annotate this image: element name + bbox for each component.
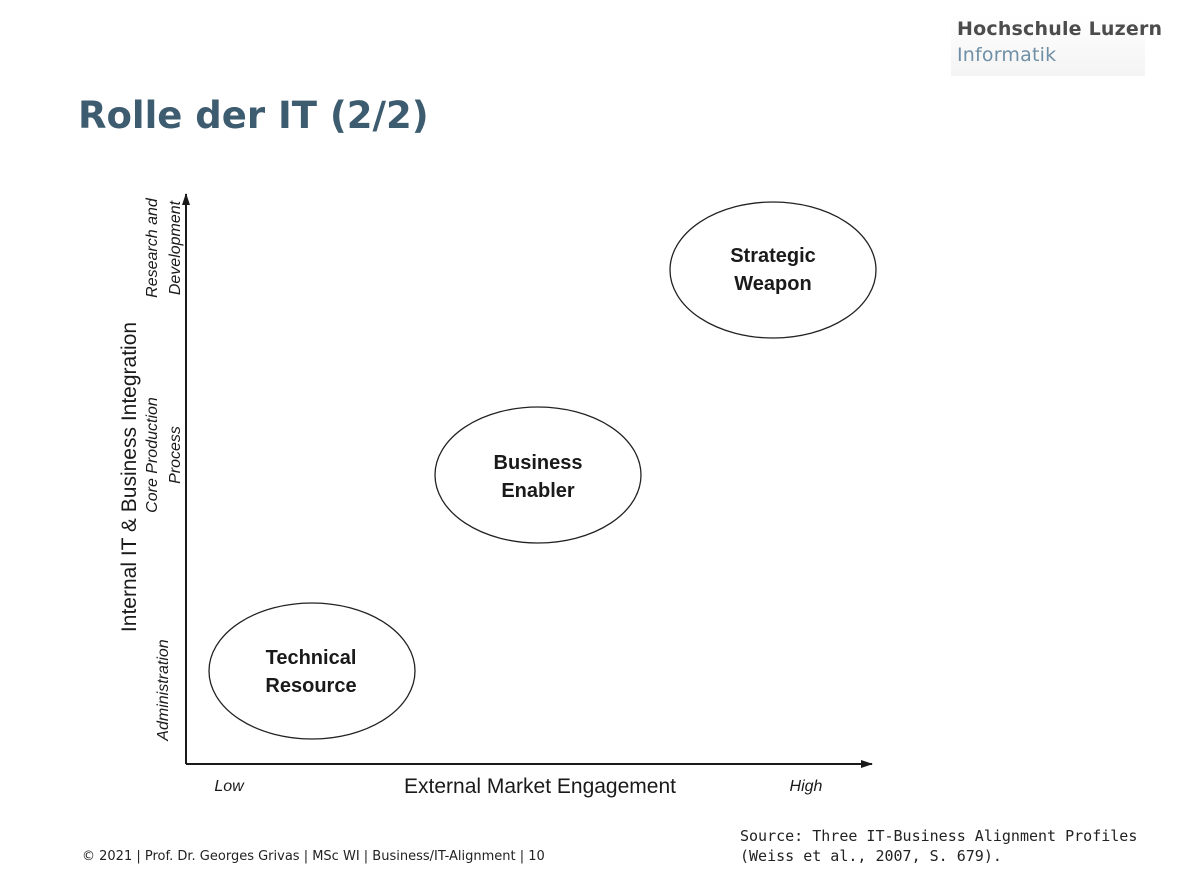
technical-resource-label-line1: Technical bbox=[266, 647, 357, 669]
x-label-low: Low bbox=[214, 778, 245, 795]
hslu-logo: Hochschule Luzern Informatik bbox=[951, 14, 1162, 76]
strategic-weapon-label-line1: Strategic bbox=[730, 245, 816, 267]
logo-department: Informatik bbox=[957, 44, 1057, 66]
y-level-administration: Administration bbox=[155, 639, 172, 741]
source-line2: (Weiss et al., 2007, S. 679). bbox=[740, 847, 1002, 865]
slide-title: Rolle der IT (2/2) bbox=[78, 94, 429, 137]
y-level-core-line1: Core Production bbox=[144, 397, 161, 513]
technical-resource-ellipse bbox=[208, 602, 416, 740]
strategic-weapon-label-line2: Weapon bbox=[734, 273, 811, 295]
strategic-weapon-ellipse bbox=[669, 201, 877, 339]
business-enabler-label-line1: Business bbox=[494, 452, 583, 474]
business-enabler-ellipse bbox=[434, 406, 642, 544]
x-label-high: High bbox=[790, 778, 823, 795]
y-level-research-line1: Research and bbox=[144, 197, 161, 298]
technical-resource-label-line2: Resource bbox=[265, 675, 356, 697]
x-axis-title: External Market Engagement bbox=[404, 775, 676, 798]
y-axis-title: Internal IT & Business Integration bbox=[118, 322, 141, 632]
alignment-profiles-diagram: Internal IT & Business Integration Resea… bbox=[118, 193, 877, 798]
business-enabler-label-line2: Enabler bbox=[501, 480, 575, 502]
source-line1: Source: Three IT-Business Alignment Prof… bbox=[740, 827, 1138, 845]
logo-name: Hochschule Luzern bbox=[957, 18, 1163, 40]
source-citation: Source: Three IT-Business Alignment Prof… bbox=[740, 826, 1137, 866]
y-level-core-line2: Process bbox=[167, 426, 184, 484]
y-level-research-line2: Development bbox=[167, 200, 184, 295]
slide-footer: © 2021 | Prof. Dr. Georges Grivas | MSc … bbox=[82, 849, 545, 864]
